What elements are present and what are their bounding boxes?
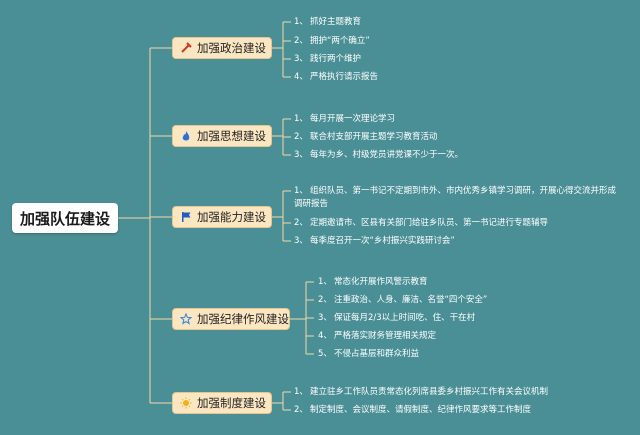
hammer-sickle-icon bbox=[179, 41, 193, 55]
list-item: 2、拥护“两个确立” bbox=[294, 36, 370, 46]
star-icon bbox=[179, 312, 193, 326]
root-node: 加强队伍建设 bbox=[12, 203, 118, 233]
branch-discipline: 加强纪律作风建设 bbox=[172, 308, 290, 330]
list-item: 3、保证每月2/3以上时间吃、住、干在村 bbox=[318, 313, 476, 323]
flame-icon bbox=[179, 129, 193, 143]
flag-icon bbox=[179, 210, 193, 224]
list-item: 1、组织队员、第一书记不定期到市外、市内优秀乡镇学习调研，开展心得交流并形成调研… bbox=[294, 186, 617, 209]
list-item: 4、严格执行请示报告 bbox=[294, 72, 379, 82]
list-item: 3、每年为乡、村级党员讲党课不少于一次。 bbox=[294, 150, 464, 160]
branch-label: 加强纪律作风建设 bbox=[197, 312, 289, 326]
list-item: 1、每月开展一次理论学习 bbox=[294, 114, 396, 124]
branch-ideological: 加强思想建设 bbox=[172, 125, 272, 147]
list-item: 2、定期邀请市、区县有关部门给驻乡队员、第一书记进行专题辅导 bbox=[294, 218, 549, 228]
root-label: 加强队伍建设 bbox=[19, 209, 110, 228]
branch-political: 加强政治建设 bbox=[172, 37, 272, 59]
branch-institutional: 加强制度建设 bbox=[172, 392, 272, 414]
branch-capability: 加强能力建设 bbox=[172, 206, 272, 228]
list-item: 5、不侵占基层和群众利益 bbox=[318, 349, 420, 359]
list-item: 3、每季度召开一次“乡村振兴实践研讨会” bbox=[294, 236, 455, 246]
branch-label: 加强思想建设 bbox=[197, 129, 266, 143]
branch-label: 加强政治建设 bbox=[197, 41, 266, 55]
list-item: 4、严格落实财务管理相关规定 bbox=[318, 331, 437, 341]
list-item: 3、践行两个维护 bbox=[294, 54, 362, 64]
branch-label: 加强能力建设 bbox=[197, 210, 266, 224]
list-item: 1、抓好主题教育 bbox=[294, 17, 362, 27]
branch-label: 加强制度建设 bbox=[197, 396, 266, 410]
list-item: 2、注重政治、人身、廉洁、名誉“四个安全” bbox=[318, 295, 488, 305]
list-item: 2、制定制度、会议制度、请假制度、纪律作风要求等工作制度 bbox=[294, 405, 532, 415]
list-item: 1、常态化开展作风警示教育 bbox=[318, 277, 428, 287]
list-item: 2、联合村支部开展主题学习教育活动 bbox=[294, 132, 438, 142]
list-item: 1、建立驻乡工作队员责常态化列席县委乡村振兴工作有关会议机制 bbox=[294, 387, 549, 397]
sun-icon bbox=[179, 396, 193, 410]
